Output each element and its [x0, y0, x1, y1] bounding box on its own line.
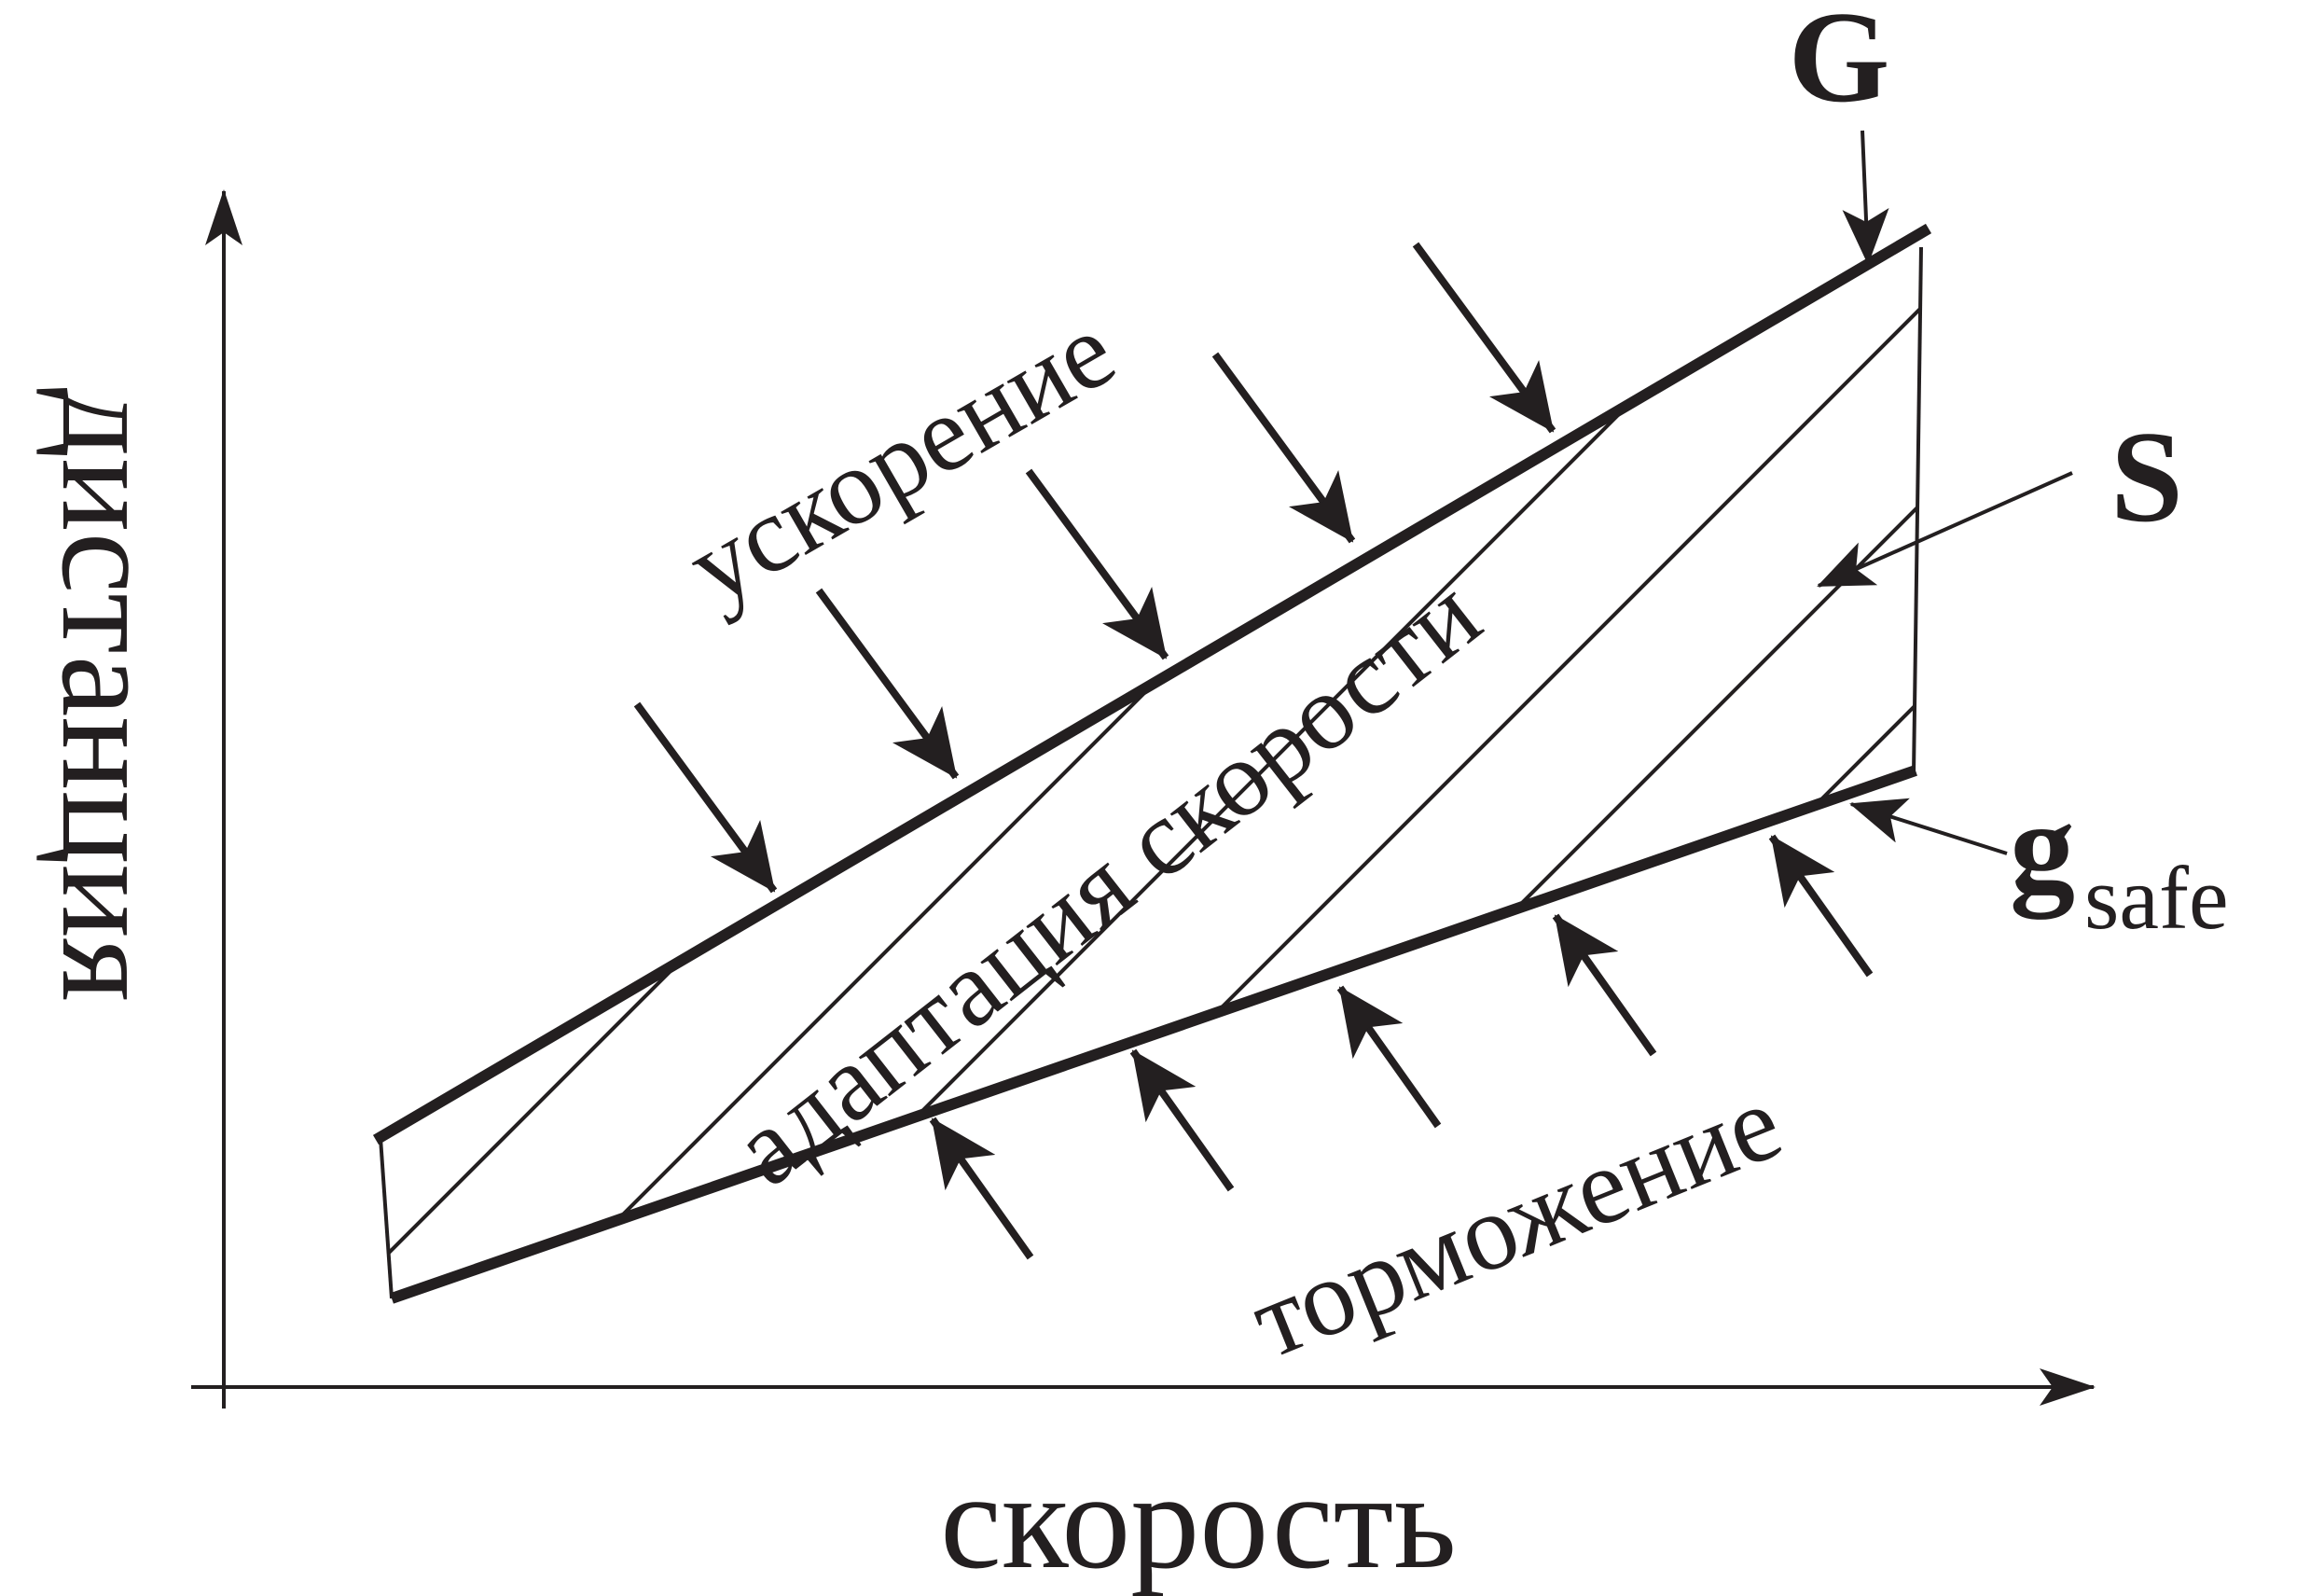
symbol-gsafe-main: g: [2010, 775, 2075, 920]
pointer-S: [1817, 471, 2073, 588]
lower-region-label: торможение: [1236, 1062, 1797, 1381]
lower-line-gsafe: [390, 765, 1917, 1304]
accel-arrow: [815, 588, 960, 780]
symbol-G: G: [1789, 0, 1890, 130]
x-axis-label: скорость: [940, 1445, 1457, 1596]
axes: [191, 189, 2096, 1409]
pointer-gsafe: [1849, 798, 2008, 855]
accel-arrow: [1412, 242, 1556, 434]
brake-arrow: [1336, 985, 1442, 1129]
band-left-edge: [379, 1137, 394, 1299]
symbol-gsafe-sub: safe: [2084, 848, 2229, 948]
y-axis-label: дистанция: [33, 388, 186, 1002]
upper-region-label: ускорение: [668, 290, 1134, 628]
band-right-edge: [1912, 246, 1923, 775]
middle-region-label: адаптация скорости: [712, 554, 1502, 1209]
band-boundaries: [372, 223, 1932, 1304]
pointer-G: [1842, 130, 1889, 265]
acceleration-arrows: [633, 242, 1556, 894]
accel-arrow: [1211, 352, 1356, 544]
braking-arrows: [929, 834, 1874, 1260]
symbol-pointers: [1817, 130, 2073, 855]
brake-arrow: [929, 1117, 1034, 1260]
brake-arrow: [1552, 913, 1657, 1057]
upper-line-G: [372, 223, 1932, 1145]
brake-arrow: [1129, 1048, 1235, 1192]
accel-arrow: [633, 701, 778, 894]
accel-arrow: [1025, 468, 1169, 660]
brake-arrow: [1768, 834, 1874, 978]
symbol-S: S: [2110, 405, 2183, 549]
